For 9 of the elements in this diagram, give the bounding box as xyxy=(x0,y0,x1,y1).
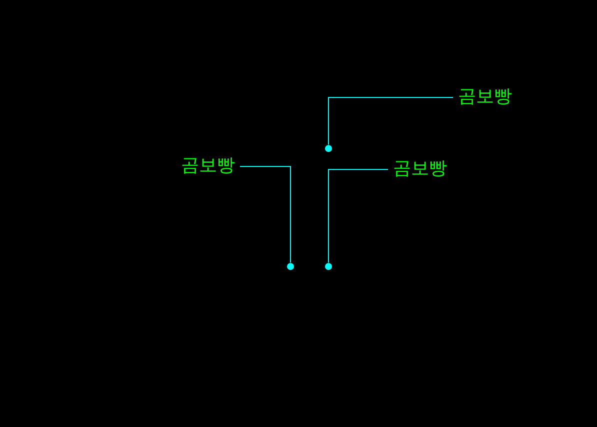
callout-label: 곰보빵 xyxy=(453,87,517,107)
callout-label: 곰보빵 xyxy=(388,159,452,179)
leader-dot xyxy=(324,262,332,270)
leader-line xyxy=(328,97,454,145)
leader-line xyxy=(240,166,291,263)
callout-label: 곰보빵 xyxy=(176,156,240,176)
leader-dot xyxy=(324,144,332,152)
leader-dot xyxy=(286,262,294,270)
leader-line xyxy=(328,169,388,263)
